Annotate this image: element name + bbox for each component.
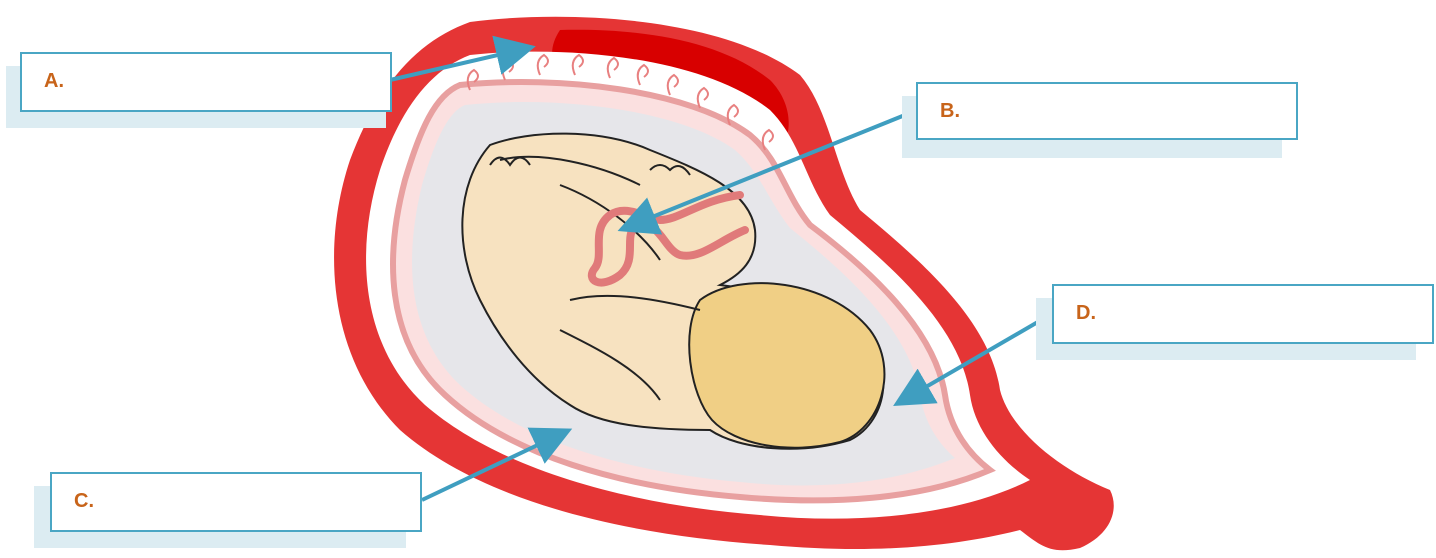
label-box-a[interactable]: A. bbox=[20, 52, 392, 112]
label-box-b[interactable]: B. bbox=[916, 82, 1298, 140]
label-box-d[interactable]: D. bbox=[1052, 284, 1434, 344]
label-c-text: C. bbox=[74, 490, 94, 513]
label-box-c[interactable]: C. bbox=[50, 472, 422, 532]
label-d-text: D. bbox=[1076, 302, 1096, 325]
label-b-text: B. bbox=[940, 100, 960, 123]
label-a-text: A. bbox=[44, 70, 64, 93]
